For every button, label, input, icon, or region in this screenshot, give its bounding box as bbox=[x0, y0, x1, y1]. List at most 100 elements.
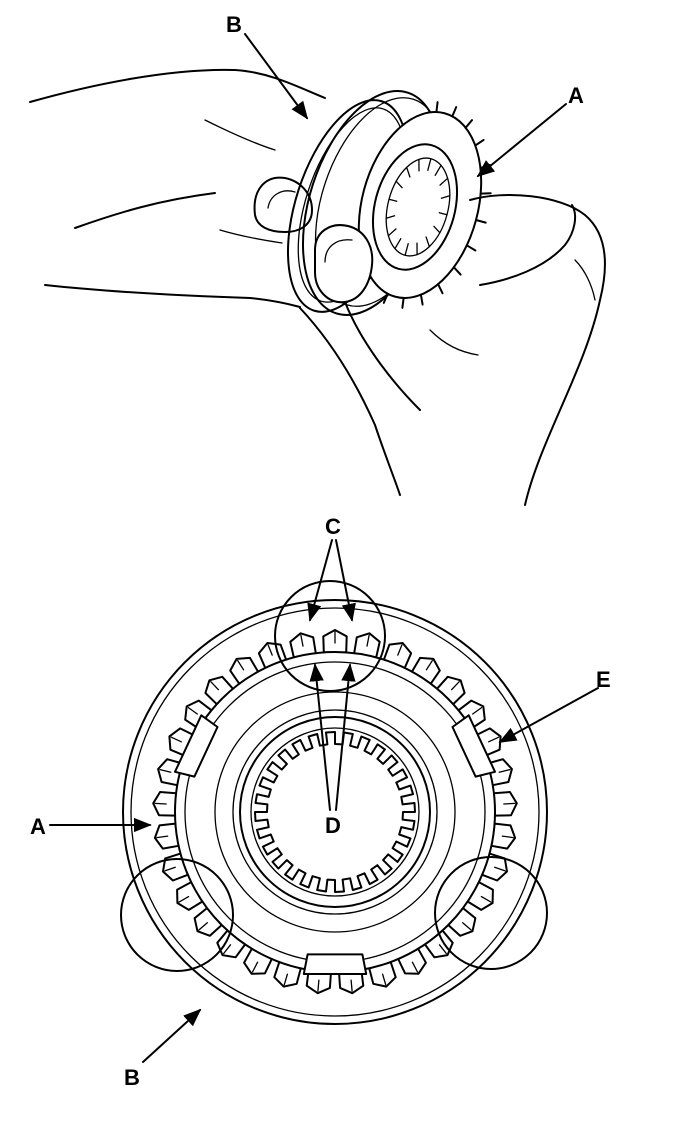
key-slot bbox=[451, 714, 496, 778]
gear-tooth bbox=[401, 297, 405, 309]
hub-spline bbox=[439, 177, 449, 186]
thumb-right-nail bbox=[324, 239, 353, 263]
thumb-right-base bbox=[344, 301, 421, 411]
detail-circle-left bbox=[120, 858, 234, 972]
hub-spline bbox=[427, 158, 432, 171]
hub-tooth-ridge bbox=[300, 634, 304, 647]
hand-outline bbox=[29, 68, 326, 103]
hub-tooth-ridge bbox=[501, 835, 514, 839]
hub-spline bbox=[388, 198, 398, 202]
hub-tooth-ridge bbox=[187, 706, 198, 715]
hub-tooth-ridge bbox=[159, 768, 172, 773]
forearm-lower bbox=[299, 307, 401, 496]
hub-tooth-ridge bbox=[472, 706, 483, 715]
hub-spline bbox=[406, 166, 411, 178]
label-b-bottom: B bbox=[124, 1065, 140, 1090]
hand-wrist-lower bbox=[44, 284, 301, 308]
hub-boss-ring bbox=[232, 709, 438, 915]
sleeve-inner-ring bbox=[130, 607, 540, 1017]
hand-crease bbox=[204, 119, 276, 151]
key-slot bbox=[174, 714, 219, 778]
gear-tooth bbox=[437, 283, 444, 295]
detail-circle-right bbox=[434, 856, 548, 970]
leader-a-top bbox=[476, 103, 567, 178]
hub-spline bbox=[404, 243, 409, 256]
hub-tooth-ridge bbox=[425, 659, 433, 671]
hub-boss-outer bbox=[239, 716, 431, 908]
hub-tooth-ridge bbox=[237, 659, 245, 671]
spline-bore-ring bbox=[250, 727, 420, 897]
hub-tooth-ridge bbox=[178, 895, 190, 903]
top-illustration: B A bbox=[29, 12, 606, 506]
detail-circle-top bbox=[274, 580, 386, 692]
hub-tooth-ridge bbox=[198, 922, 208, 931]
hub-tooth-ridge bbox=[267, 644, 273, 656]
gear-tooth bbox=[474, 138, 485, 147]
inner-splines bbox=[250, 727, 420, 897]
hub-tooth-ridge bbox=[411, 961, 419, 973]
hub-tooth-ridge bbox=[438, 944, 447, 955]
hub-tooth-ridge bbox=[381, 973, 387, 986]
hub-tooth-ridge bbox=[283, 973, 289, 986]
hub-tooth-ridge bbox=[450, 681, 460, 691]
hub-inner-ring bbox=[214, 691, 456, 933]
hub-tooth-ridge bbox=[488, 736, 500, 743]
hub-tooth-ridge bbox=[462, 922, 472, 931]
hub-tooth-ridge bbox=[350, 979, 353, 992]
label-a-top: A bbox=[568, 83, 584, 108]
leader-b-top bbox=[244, 33, 309, 120]
hub-tooth-ridge bbox=[494, 866, 506, 872]
hub-tooth-ridge bbox=[164, 866, 176, 872]
gear-tooth bbox=[464, 119, 473, 129]
hub-tooth-ridge bbox=[156, 835, 169, 839]
gear-tooth bbox=[452, 266, 462, 276]
hand-crease-2 bbox=[219, 229, 283, 244]
hub-tooth-ridge bbox=[170, 736, 182, 743]
leader-b-bottom bbox=[142, 1008, 202, 1063]
hub-spline bbox=[438, 212, 448, 216]
leader-e bbox=[498, 687, 599, 743]
shifting-key-slots bbox=[174, 714, 496, 975]
spline-profile bbox=[254, 731, 416, 893]
hand-right-fingers-inner bbox=[479, 204, 577, 286]
label-d: D bbox=[325, 813, 341, 838]
thumb-left-nail bbox=[267, 190, 296, 209]
label-a-bottom: A bbox=[30, 814, 46, 839]
hub-tooth-ridge bbox=[498, 768, 511, 773]
hand-palm-curve bbox=[74, 192, 216, 229]
gear-tooth bbox=[382, 292, 389, 304]
hub-spline bbox=[433, 225, 441, 234]
label-e: E bbox=[596, 667, 611, 692]
hub-tooth-ridge bbox=[397, 644, 403, 656]
gear-tooth bbox=[451, 106, 458, 118]
hub-tooth-ridge bbox=[317, 979, 320, 992]
hub-spline bbox=[385, 215, 396, 219]
label-b-top: B bbox=[226, 12, 242, 37]
gear-tooth bbox=[419, 293, 424, 306]
thumb-right bbox=[314, 224, 374, 304]
hub-tooth-ridge bbox=[223, 944, 232, 955]
hub-spline bbox=[387, 228, 397, 237]
leader-c-2 bbox=[335, 539, 356, 622]
gear-tooth bbox=[465, 244, 477, 252]
hub-tooth-ridge bbox=[154, 802, 167, 805]
hub-tooth-ridge bbox=[251, 961, 259, 973]
key-slot bbox=[302, 953, 368, 975]
hub-spline bbox=[395, 180, 403, 189]
gear-tooth bbox=[435, 101, 439, 113]
gear-tooth bbox=[475, 219, 487, 224]
hub-tooth-ridge bbox=[210, 681, 220, 691]
hub-spline bbox=[434, 164, 442, 176]
hub-spline bbox=[440, 195, 451, 199]
label-c: C bbox=[325, 514, 341, 539]
hub-spline bbox=[394, 238, 402, 250]
leader-c-1 bbox=[307, 539, 333, 622]
hub-tooth-ridge bbox=[480, 895, 492, 903]
hub-tooth-ridge bbox=[503, 802, 516, 805]
leader-d-2 bbox=[335, 663, 356, 811]
leader-d-1 bbox=[309, 663, 331, 811]
hub-spline bbox=[425, 236, 430, 248]
hand-right-knuckle bbox=[574, 259, 596, 301]
